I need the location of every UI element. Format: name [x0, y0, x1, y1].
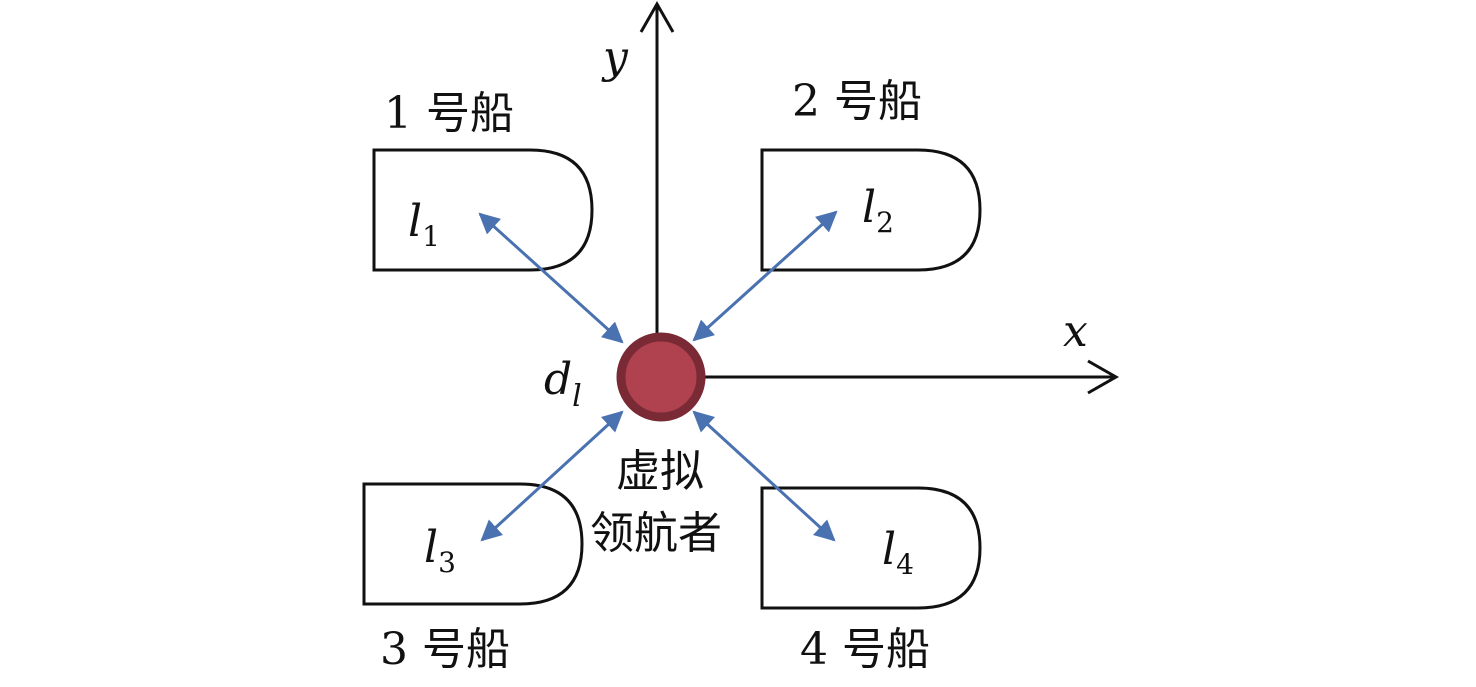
ship-3-title: 3 号船 — [380, 624, 510, 675]
virtual-leader-symbol: dl — [544, 354, 582, 414]
link-arrows — [478, 210, 838, 542]
virtual-leader-label-line1: 虚拟 — [616, 446, 704, 497]
axes: y x — [601, 0, 1120, 395]
ship-2-symbol: l2 — [862, 182, 894, 239]
arrow-leader-ship-1 — [478, 212, 624, 344]
arrow-leader-ship-3 — [480, 410, 624, 542]
virtual-leader-label-line2: 领航者 — [590, 508, 722, 559]
ship-1-title: 1 号船 — [384, 88, 514, 139]
ship-1-hull — [372, 148, 594, 272]
ship-4: 4 号船 l4 — [760, 486, 982, 675]
arrow-leader-ship-2 — [692, 210, 838, 342]
y-axis-label: y — [601, 32, 629, 83]
arrow-leader-ship-4 — [692, 410, 836, 542]
ship-3: 3 号船 l3 — [362, 482, 584, 675]
ship-2: 2 号船 l2 — [760, 76, 982, 272]
ship-3-symbol: l3 — [424, 522, 456, 579]
ship-1: 1 号船 l1 — [372, 88, 594, 272]
ship-4-symbol: l4 — [882, 524, 914, 581]
x-axis-label: x — [1063, 306, 1088, 357]
ship-3-hull — [362, 482, 584, 606]
virtual-leader-marker — [616, 332, 706, 422]
ship-2-hull — [760, 148, 982, 272]
ship-4-title: 4 号船 — [800, 624, 930, 675]
y-axis-arrowhead — [639, 0, 675, 33]
ship-2-title: 2 号船 — [792, 76, 922, 127]
ship-4-hull — [760, 486, 982, 610]
virtual-leader: dl 虚拟 领航者 — [544, 332, 722, 559]
x-axis-arrowhead — [1087, 359, 1120, 395]
ship-1-symbol: l1 — [408, 196, 440, 253]
